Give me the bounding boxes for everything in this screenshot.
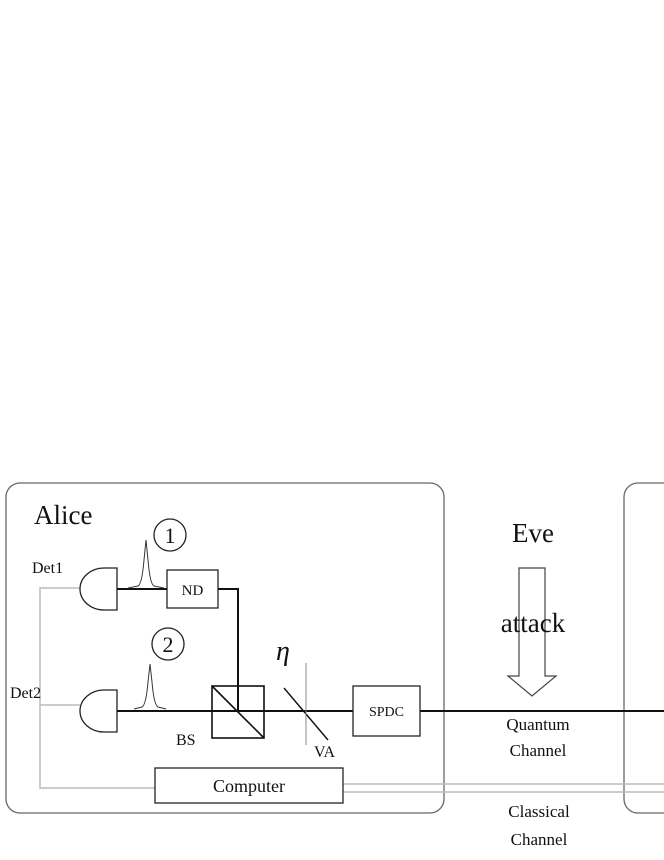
det1-detector-icon: [79, 567, 118, 611]
spdc-box: [352, 685, 421, 737]
det2-detector-icon: [79, 689, 118, 733]
eve-label: Eve: [512, 518, 554, 548]
quantum-channel-label-line1: Quantum: [506, 715, 569, 734]
pulse-1-icon: [127, 539, 165, 589]
spdc-label: SPDC: [369, 705, 404, 720]
bob-enclosure: [623, 482, 664, 814]
det2-label: Det2: [10, 685, 41, 702]
quantum-channel-label-line2: Channel: [510, 741, 567, 760]
attack-label: attack: [501, 608, 566, 638]
classical-wire-left: [39, 587, 155, 789]
marker-2-circle: [151, 627, 185, 661]
nd-filter-box: [166, 569, 219, 609]
nd-label: ND: [182, 583, 204, 599]
det1-label: Det1: [32, 560, 63, 577]
pulse-2-icon: [133, 663, 167, 710]
va-label: VA: [314, 744, 335, 761]
marker-1-text: 1: [165, 523, 176, 548]
classical-channel-label-line1: Classical: [508, 802, 570, 821]
eta-label: η: [276, 636, 290, 667]
computer-label: Computer: [213, 776, 285, 796]
marker-1-circle: [153, 518, 187, 552]
bs-label: BS: [176, 732, 196, 749]
marker-2-text: 2: [163, 632, 174, 657]
eve-attack-arrow-icon: [506, 567, 558, 697]
computer-box: [154, 767, 344, 804]
alice-enclosure: [5, 482, 445, 814]
classical-channel-label-line2: Channel: [511, 830, 568, 849]
optical-path-nd-bs: [218, 588, 239, 686]
alice-label: Alice: [34, 500, 92, 530]
